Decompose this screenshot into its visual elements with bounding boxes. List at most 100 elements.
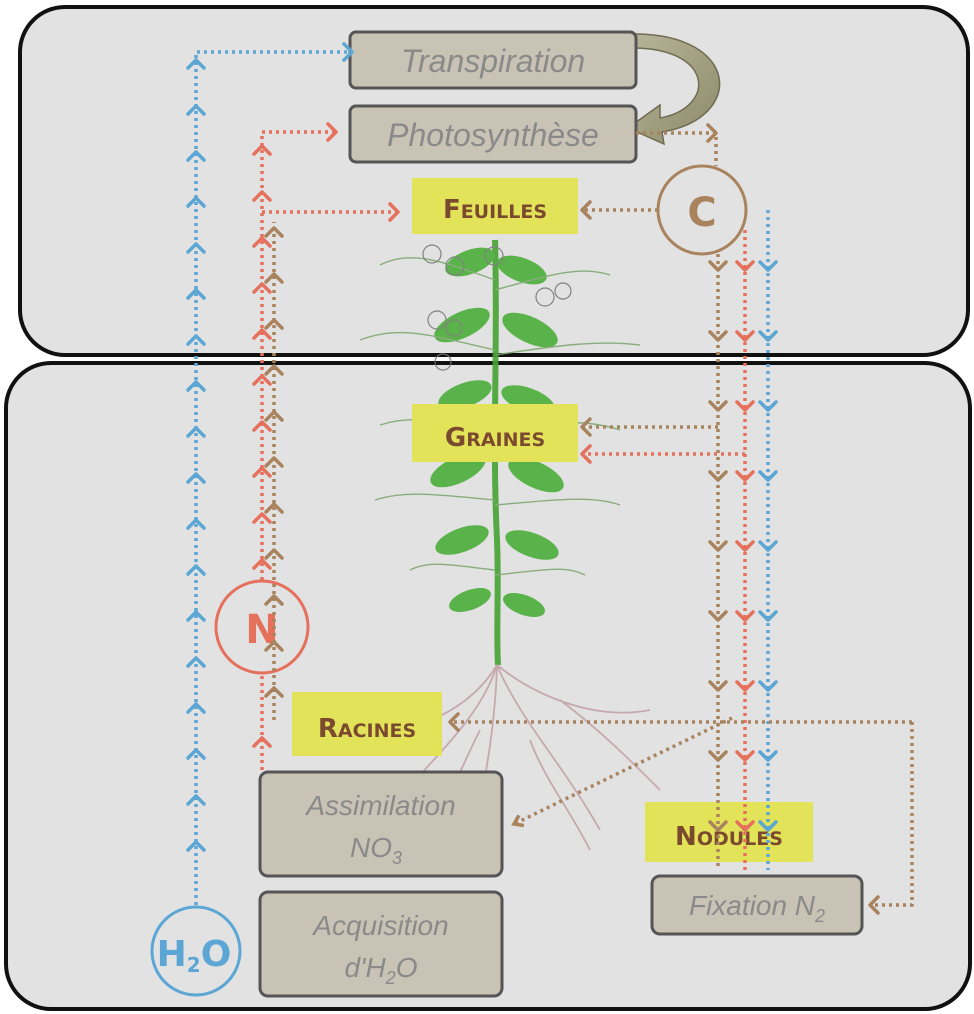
water-flow-chevron [186,104,206,116]
carbon-return-chevron [264,640,284,652]
nitrogen-descending-chevron [735,820,755,832]
carbon-to-assimilation-line [513,716,733,826]
nitrogen-descending-chevron [735,260,755,272]
nitrogen-flow-chevron [252,282,272,294]
nitrogen-descending-chevron [735,750,755,762]
carbon-return-chevron [264,548,284,560]
nitrogen-descending-chevron [735,680,755,692]
nitrogen-flow-chevron [252,374,272,386]
feuilles-label: FEUILLES [443,195,547,225]
water-flow-chevron [186,196,206,208]
nitrogen-descending-chevron [735,330,755,342]
water-label: H2O [157,934,232,977]
nitrogen-flow-chevron [252,558,272,570]
carbon-return-chevron [264,410,284,422]
water-flow-chevron [186,288,206,300]
n2-fixation-label: Fixation N2 [689,890,825,926]
water-flow-chevron [186,610,206,622]
carbon-descending-chevron [708,330,728,342]
assimilation-label: Assimilation [304,790,455,821]
water-flow-chevron [186,748,206,760]
carbon-return-chevron [264,364,284,376]
carbon-to-fixation-line [870,722,914,907]
carbon-descending-chevron [708,680,728,692]
water-flow-chevron [186,656,206,668]
nitrogen-to-photosynthesis-head [326,122,338,142]
water-acquisition-box [258,890,504,998]
photosynthesis-label: Photosynthèse [387,117,599,153]
water-flow-chevron [186,702,206,714]
photosynthesis-to-carbon-head [706,123,718,143]
carbon-return-chevron [264,226,284,238]
carbon-to-roots-head [448,712,460,732]
water-acquisition-label: Acquisition [311,910,448,941]
water-flow-chevron [186,380,206,392]
carbon-return-chevron [264,686,284,698]
assimilation-no3-label: NO3 [350,832,402,868]
transpiration-to-photosynthesis-arrow [626,33,721,146]
nitrogen-descending-chevron [735,400,755,412]
carbon-descending-chevron [708,750,728,762]
water-to-transpiration-head [342,42,354,62]
carbon-descending-chevron [708,820,728,832]
racines-label: RACINES [318,714,416,744]
water-descending-chevron [758,260,778,272]
graines-label-bg [412,404,578,462]
carbon-return-chevron [264,456,284,468]
nitrogen-descending-chevron [735,610,755,622]
carbon-descending-chevron [708,610,728,622]
nitrogen-flow-chevron [252,512,272,524]
nitrogen-descending-chevron [735,470,755,482]
nitrogen-flow-chevron [252,144,272,156]
nitrogen-flow-chevron [252,328,272,340]
carbon-return-chevron [264,318,284,330]
carbon-descending-chevron [708,400,728,412]
nitrogen-to-leaves-head [388,202,400,222]
carbon-to-seeds-head [580,417,592,437]
water-flow-chevron [186,840,206,852]
carbon-to-fixation-head [868,895,880,915]
water-descending-chevron [758,330,778,342]
nitrogen-flow-chevron [252,736,272,748]
carbon-to-leaves-head [580,200,592,220]
carbon-descending-chevron [708,470,728,482]
water-descending-chevron [758,680,778,692]
water-acquisition-h2o-label: d'H2O [345,952,418,988]
transpiration-label: Transpiration [401,43,585,79]
carbon-descending-chevron [708,540,728,552]
carbon-return-chevron [264,502,284,514]
water-flow-chevron [186,426,206,438]
nitrogen-flow-chevron [252,190,272,202]
flow-arrows [186,42,914,915]
water-flow-chevron [186,150,206,162]
water-descending-chevron [758,610,778,622]
nitrogen-to-seeds-head [580,444,592,464]
graines-label: GRAINES [445,423,545,453]
nitrogen-rising-line [260,130,336,580]
transpiration-box [348,30,638,90]
nitrogen-flow-chevron [252,420,272,432]
nitrogen-flow-chevron [252,466,272,478]
carbon-return-chevron [264,272,284,284]
water-descending-chevron [758,540,778,552]
nitrogen-circle [214,579,310,675]
feuilles-label-bg [412,178,578,234]
water-flow-chevron [186,564,206,576]
nodules-label-bg [645,802,813,862]
water-flow-chevron [186,58,206,70]
water-flow-chevron [186,242,206,254]
carbon-descending-chevron [708,260,728,272]
water-descending-chevron [758,750,778,762]
assimilation-box [258,770,504,878]
nitrogen-descending-chevron [735,540,755,552]
water-flow-chevron [186,794,206,806]
water-flow-chevron [186,472,206,484]
carbon-label: C [687,190,716,236]
carbon-to-assimilation-line-head [511,814,525,828]
water-descending-chevron [758,820,778,832]
pea-plant-illustration [359,239,661,861]
n2-fixation-box [650,874,864,936]
water-circle [150,905,242,997]
water-descending-chevron [758,470,778,482]
nitrogen-flow-chevron [252,236,272,248]
